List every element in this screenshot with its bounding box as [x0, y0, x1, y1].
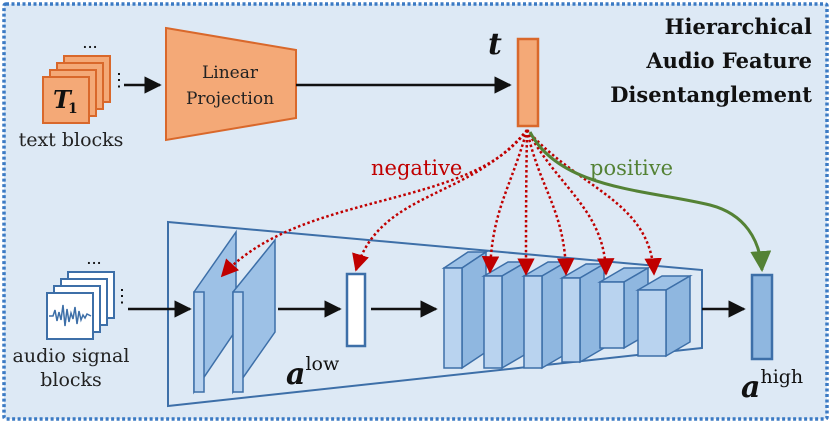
text-blocks-caption: text blocks — [19, 129, 124, 151]
title-line-1: Hierarchical — [665, 14, 812, 39]
negative-arrow-to-high-layer-2 — [517, 129, 535, 276]
a-low-label: alow — [286, 353, 340, 392]
positive-arrow-to-a-high — [528, 131, 772, 273]
audio-blocks-caption-line-1: audio signal — [13, 345, 130, 367]
linear-projection-block — [165, 26, 297, 142]
audio-blocks-caption-line-2: blocks — [40, 369, 102, 391]
text-blocks-ellipsis: ... — [82, 33, 97, 52]
positive-label: positive — [590, 156, 673, 180]
negative-label: negative — [371, 156, 462, 180]
high-level-feature-vector — [750, 273, 774, 361]
waveform-icon — [49, 304, 92, 327]
text-blocks-stack: ... T 1 ⋮ text blocks — [19, 33, 128, 151]
negative-arrow-to-high-layer-5 — [526, 129, 662, 276]
text-block-symbol: T — [53, 85, 73, 114]
projection-label-line-1: Linear — [202, 63, 259, 83]
text-embedding-vector — [516, 37, 540, 128]
a-high-base: a — [741, 370, 760, 405]
low-level-feature-vector — [345, 272, 367, 348]
text-block-subscript: 1 — [68, 101, 78, 117]
text-blocks-ellipsis-side: ⋮ — [110, 70, 128, 91]
audio-signal-blocks-stack: ... ⋮ audio signal blocks — [13, 249, 131, 391]
t-symbol: t — [488, 27, 502, 62]
negative-arrow-to-a-low — [352, 129, 528, 272]
a-low-base: a — [286, 357, 305, 392]
title-line-3: Disentanglement — [610, 82, 812, 107]
title-line-2: Audio Feature — [645, 48, 812, 73]
negative-arrow-to-high-layer-4 — [525, 129, 615, 276]
a-high-sup: high — [760, 366, 803, 388]
audio-blocks-ellipsis: ... — [86, 249, 101, 268]
a-high-label: ahigh — [741, 366, 803, 405]
audio-blocks-ellipsis-side: ⋮ — [113, 286, 131, 307]
a-low-sup: low — [305, 353, 340, 375]
projection-label-line-2: Projection — [186, 89, 274, 109]
negative-arrows — [220, 129, 662, 278]
negative-arrow-to-high-layer-1 — [481, 129, 529, 274]
